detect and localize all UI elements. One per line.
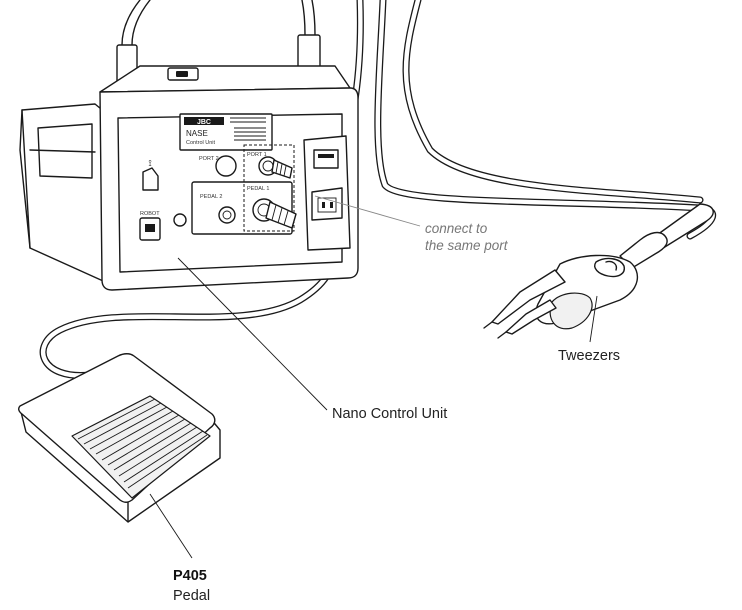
usb-port — [142, 167, 159, 191]
tweezers — [483, 203, 714, 339]
connect-label-line2: the same port — [425, 238, 509, 253]
port1-connector — [258, 156, 293, 179]
round-jack — [173, 213, 187, 227]
port2-socket — [215, 155, 237, 177]
control-unit: JBC NASE Control Unit ⟟ ROBOT PORT 2 PED… — [19, 65, 359, 291]
model-subtitle: Control Unit — [186, 140, 216, 146]
pedal-grip-lines — [77, 398, 208, 489]
pedal2-socket — [218, 206, 236, 224]
connect-leader — [314, 195, 421, 227]
model-name: NASE — [186, 129, 208, 138]
port1-label: PORT 1 — [247, 152, 267, 158]
tweezers-label: Tweezers — [558, 348, 620, 364]
robot-port-label: ROBOT — [140, 211, 160, 217]
control-unit-leader — [177, 257, 328, 411]
connect-label-line1: connect to — [425, 221, 488, 236]
usb-icon: ⟟ — [148, 159, 151, 169]
power-socket — [311, 187, 343, 221]
tweezers-leader — [589, 295, 598, 343]
pedal-leader — [149, 493, 193, 559]
power-switch — [313, 149, 339, 169]
brand-logo: JBC — [197, 119, 211, 126]
same-port-highlight — [243, 144, 295, 232]
pedal1-connector — [252, 198, 297, 229]
pedal — [18, 353, 221, 523]
pedal1-label: PEDAL 1 — [247, 186, 269, 192]
pedal-name-label: Pedal — [173, 588, 210, 604]
control-unit-label: Nano Control Unit — [332, 406, 447, 422]
pedal-code-label: P405 — [173, 568, 207, 584]
port2-label: PORT 2 — [199, 156, 219, 162]
pedal2-label: PEDAL 2 — [200, 194, 222, 200]
